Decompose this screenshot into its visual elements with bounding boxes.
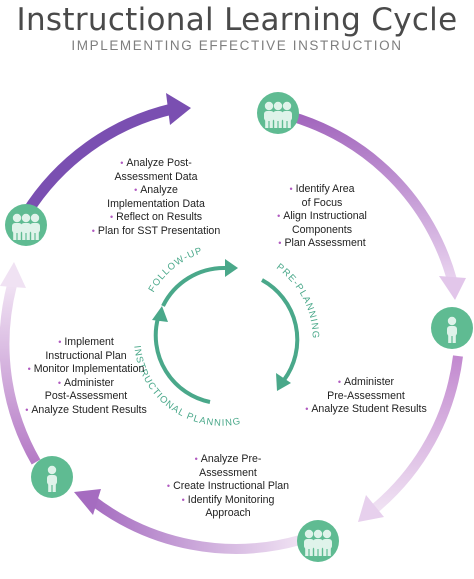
bullet-dot-icon: • (305, 404, 309, 415)
bullet-item: •Analyze Student Results (16, 404, 156, 418)
bullet-dot-icon: • (181, 494, 185, 505)
bullet-text: Administer (64, 376, 115, 389)
bullet-text: Plan for SST Presentation (97, 224, 221, 237)
cycle-arrow-implementation-to-follow-up (0, 283, 41, 465)
bullet-text: Assessment Data (114, 170, 198, 183)
cycle-arrow-planning-to-implementation (88, 496, 302, 554)
bullet-text: Post-Assessment (44, 390, 128, 403)
bullet-text: Monitor Implementation (33, 363, 145, 376)
bullet-dot-icon: • (278, 238, 282, 249)
bullet-item: •Analyze Student Results (296, 403, 436, 417)
inner-arrow-instructional-planning (153, 317, 211, 404)
bullet-dot-icon: • (277, 211, 281, 222)
node-planning (297, 520, 339, 562)
bullet-item: •Create Instructional Plan (150, 480, 306, 494)
bullet-text: Implement (64, 336, 114, 348)
bullet-text: Analyze Student Results (311, 403, 427, 416)
bullet-dot-icon: • (166, 481, 171, 492)
inner-arrowhead-left-icon (152, 306, 168, 322)
inner-arrow-pre-planning (261, 278, 300, 382)
bullet-item: •Plan Assessment (262, 237, 382, 251)
bullet-text: Analyze Post- (126, 157, 192, 169)
bullet-text: Components (291, 223, 353, 236)
bullet-item: •Analyze Pre-Assessment (150, 453, 306, 480)
bullet-text: Plan Assessment (284, 237, 366, 250)
bullet-text: Identify Area (295, 183, 355, 195)
bullet-text: Administer (344, 376, 395, 388)
inner-cycle: FOLLOW-UP PRE-PLANNING INSTRUCTIONAL PLA… (131, 245, 320, 428)
cycle-arrow-pre-assessment-to-planning (369, 355, 463, 514)
inner-arrowhead-right-icon (276, 373, 291, 391)
bullet-text: Implementation Data (107, 197, 205, 210)
bullet-dot-icon: • (194, 454, 198, 464)
bullet-item: •Reflect on Results (78, 211, 234, 225)
bullet-text: Reflect on Results (116, 211, 203, 224)
bullet-dot-icon: • (120, 158, 124, 168)
bullet-text: Create Instructional Plan (173, 480, 290, 493)
bullet-dot-icon: • (58, 337, 62, 347)
bullet-text: of Focus (301, 196, 343, 209)
bullet-text: Analyze Pre- (200, 453, 262, 465)
bullet-text: Identify Monitoring (187, 493, 275, 506)
inner-arrow-follow-up (161, 265, 226, 307)
page-subtitle: IMPLEMENTING EFFECTIVE INSTRUCTION (71, 38, 403, 53)
bullet-dot-icon: • (25, 404, 29, 415)
bullet-dot-icon: • (337, 377, 342, 387)
inner-arrowhead-top-icon (225, 259, 238, 277)
bullet-dot-icon: • (134, 185, 138, 196)
arrowhead-left-icon (0, 262, 26, 288)
arrowhead-top-icon (166, 93, 191, 125)
bullet-text: Assessment (199, 466, 257, 479)
bullet-dot-icon: • (109, 212, 114, 223)
bullet-item: •Plan for SST Presentation (78, 225, 234, 239)
bullet-dot-icon: • (57, 377, 62, 388)
arrowhead-lower-right-icon (358, 495, 384, 522)
node-follow-up (5, 204, 47, 246)
node-pre-planning (257, 92, 299, 134)
arrowhead-right-icon (439, 276, 466, 300)
bullet-dot-icon: • (289, 184, 293, 194)
page-title: Instructional Learning Cycle (16, 2, 458, 38)
bullet-text: Approach (205, 507, 251, 520)
bullet-dot-icon: • (27, 364, 31, 375)
bullet-text: Analyze (140, 184, 178, 197)
bullet-text: Pre-Assessment (327, 389, 405, 402)
node-implementation (31, 456, 73, 498)
bullet-dot-icon: • (91, 225, 95, 236)
bullet-item: •Monitor Implementation (16, 363, 156, 377)
cycle-arrow-pre-planning-to-pre-assessment (288, 111, 457, 282)
bullet-text: Align Instructional (283, 210, 367, 223)
arrowhead-bottom-icon (74, 489, 101, 515)
instructional-planning-block: •Analyze Pre-Assessment•Create Instructi… (150, 453, 306, 521)
node-pre-assessment (431, 307, 473, 349)
bullet-item: •Analyze Post-Assessment Data (78, 157, 234, 184)
bullet-text: Analyze Student Results (31, 403, 147, 416)
cycle-arrow-follow-up-to-pre-planning (21, 103, 174, 217)
bullet-text: Instructional Plan (45, 349, 127, 362)
